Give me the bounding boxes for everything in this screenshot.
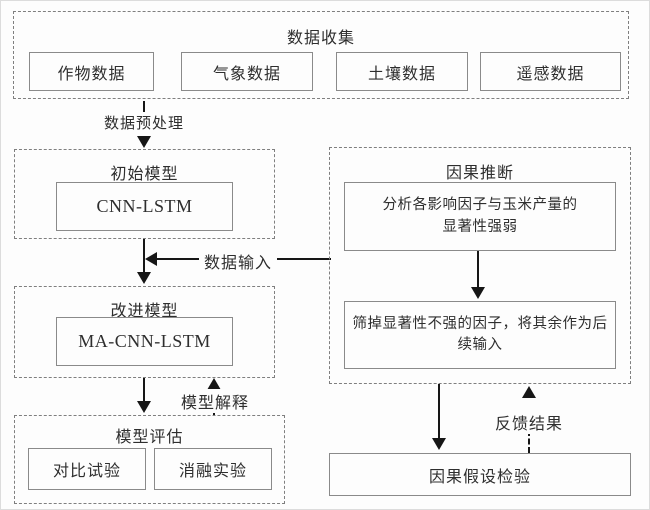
causal-hypothesis-test-box: 因果假设检验 bbox=[329, 453, 631, 496]
causal-hypothesis-test-label: 因果假设检验 bbox=[428, 468, 531, 486]
causal-to-hypothesis-arrowhead-icon bbox=[432, 438, 446, 450]
weather-data-label: 气象数据 bbox=[212, 65, 281, 83]
ma-cnn-lstm-label: MA-CNN-LSTM bbox=[78, 331, 211, 351]
factor-filter-box: 筛掉显著性不强的因子，将其余作为后 续输入 bbox=[344, 301, 616, 369]
causal-inference-title: 因果推断 bbox=[445, 165, 514, 182]
data-collection-title: 数据收集 bbox=[286, 30, 355, 47]
initial-to-improved-arrowhead-icon bbox=[137, 272, 151, 284]
ma-cnn-lstm-box: MA-CNN-LSTM bbox=[56, 317, 233, 366]
model-explain-arrowhead-icon bbox=[207, 378, 221, 390]
causal-inference-group bbox=[329, 147, 631, 384]
improved-model-group bbox=[14, 286, 275, 378]
factor-filter-line2: 续输入 bbox=[457, 337, 503, 353]
improved-to-evaluation-arrowhead-icon bbox=[137, 401, 151, 413]
data-input-arrowhead-icon bbox=[145, 252, 157, 266]
improved-model-title: 改进模型 bbox=[110, 303, 179, 320]
preprocess-arrowhead-icon bbox=[137, 136, 151, 148]
ablation-experiment-label: 消融实验 bbox=[178, 463, 247, 480]
preprocess-arrow-line bbox=[143, 101, 145, 113]
comparison-experiment-box: 对比试验 bbox=[28, 448, 146, 490]
data-collection-item-weather: 气象数据 bbox=[181, 52, 313, 91]
model-evaluation-group bbox=[14, 415, 285, 504]
model-explain-arrow-label: 模型解释 bbox=[177, 389, 253, 413]
data-input-arrow-label: 数据输入 bbox=[199, 249, 277, 273]
initial-model-title: 初始模型 bbox=[110, 166, 179, 183]
comparison-experiment-label: 对比试验 bbox=[52, 463, 121, 480]
initial-model-group bbox=[14, 149, 275, 239]
data-collection-item-soil: 土壤数据 bbox=[336, 52, 468, 91]
initial-to-improved-arrow-line bbox=[143, 239, 145, 272]
soil-data-label: 土壤数据 bbox=[367, 65, 436, 83]
cnn-lstm-label: CNN-LSTM bbox=[96, 196, 193, 216]
ablation-experiment-box: 消融实验 bbox=[154, 448, 272, 490]
factor-filter-line1: 筛掉显著性不强的因子，将其余作为后 bbox=[352, 315, 608, 332]
feedback-arrow-label: 反馈结果 bbox=[493, 410, 565, 434]
improved-to-evaluation-arrow-line bbox=[143, 378, 145, 401]
feedback-arrow-line bbox=[528, 430, 530, 453]
significance-analysis-line1: 分析各影响因子与玉米产量的 bbox=[382, 197, 578, 214]
significance-analysis-box: 分析各影响因子与玉米产量的 显著性强弱 bbox=[344, 182, 616, 251]
causal-to-hypothesis-arrow-line bbox=[438, 384, 440, 438]
remote-sensing-data-label: 遥感数据 bbox=[516, 65, 585, 83]
significance-analysis-line2: 显著性强弱 bbox=[442, 218, 518, 235]
analysis-to-filter-arrowhead-icon bbox=[471, 287, 485, 299]
analysis-to-filter-arrow-line bbox=[477, 251, 479, 287]
data-collection-item-crop: 作物数据 bbox=[29, 52, 154, 91]
data-collection-item-remote-sensing: 遥感数据 bbox=[480, 52, 621, 91]
cnn-lstm-box: CNN-LSTM bbox=[56, 182, 233, 231]
data-collection-group bbox=[13, 11, 629, 99]
model-evaluation-title: 模型评估 bbox=[115, 429, 184, 446]
preprocess-arrow-label: 数据预处理 bbox=[99, 112, 189, 133]
feedback-arrowhead-icon bbox=[522, 386, 536, 398]
crop-data-label: 作物数据 bbox=[57, 65, 126, 83]
